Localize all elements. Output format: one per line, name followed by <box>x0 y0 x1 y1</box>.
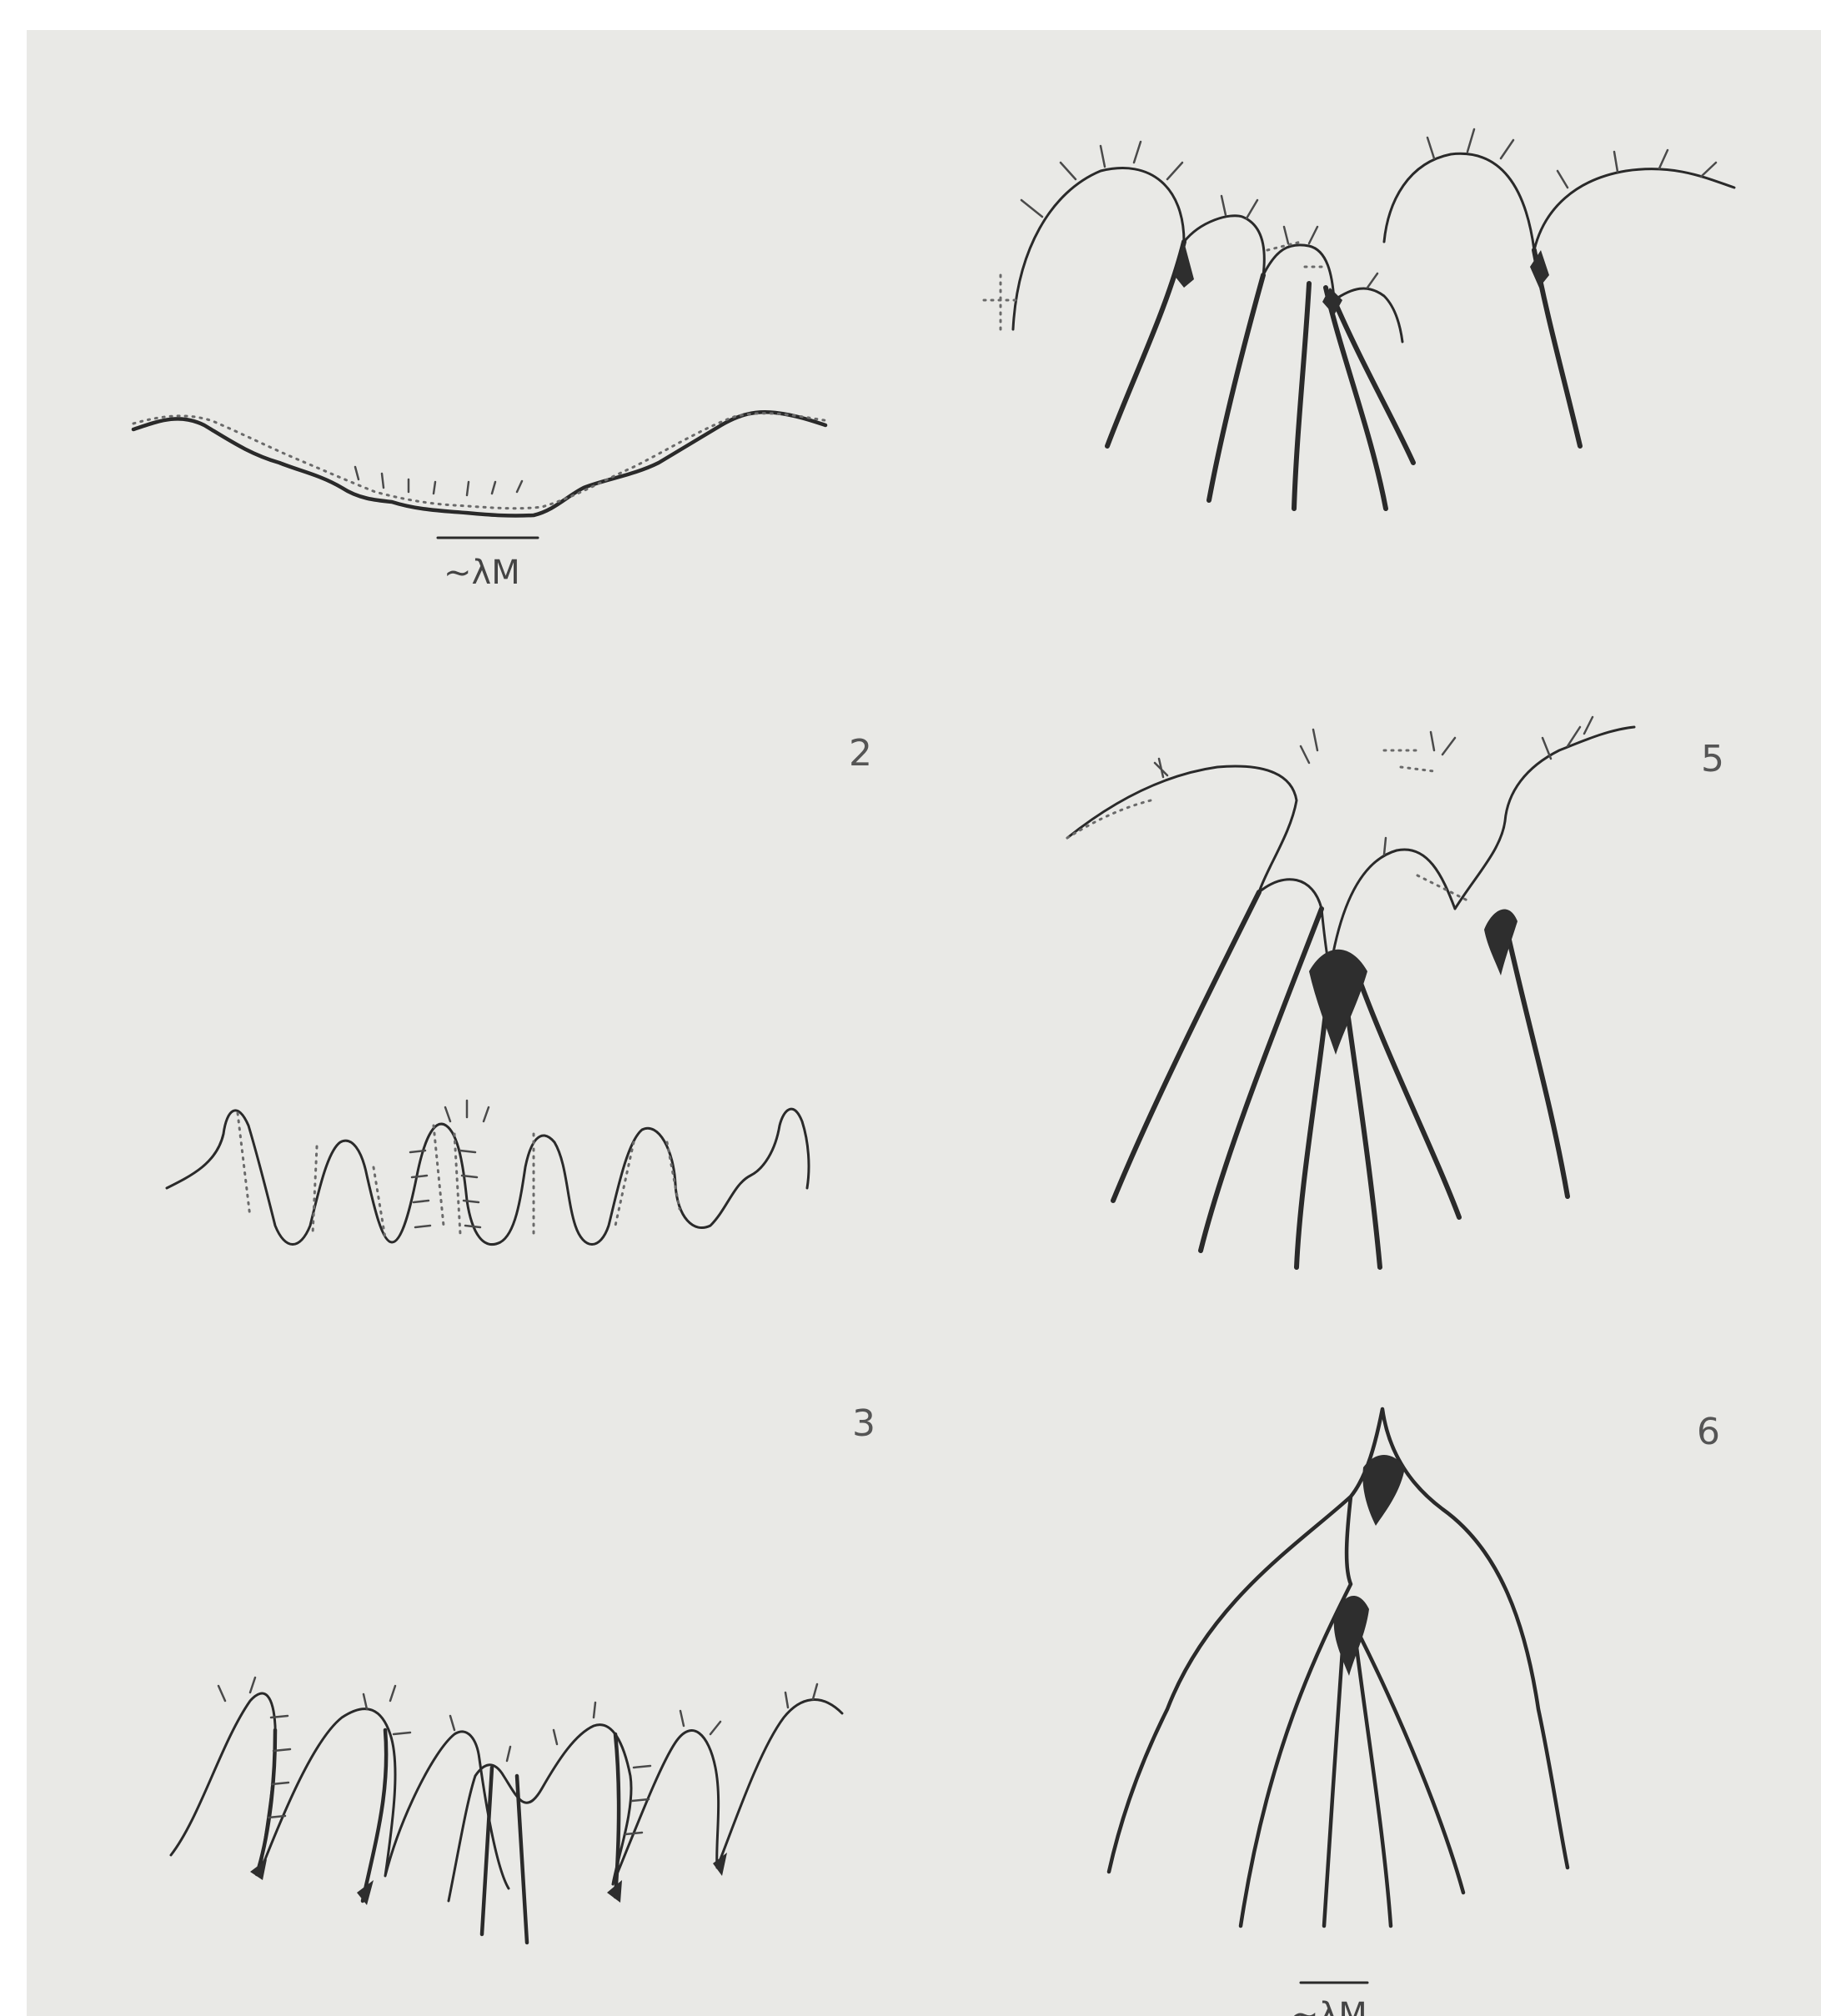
panel-label-5: 5 <box>1701 738 1724 780</box>
panel-label-3: 3 <box>852 1402 875 1445</box>
scale-label-1: ~λM <box>444 554 520 592</box>
panel-label-2: 2 <box>849 732 872 775</box>
panel-label-6: 6 <box>1697 1411 1720 1453</box>
scale-label-6: ~λM <box>1291 1996 1367 2016</box>
